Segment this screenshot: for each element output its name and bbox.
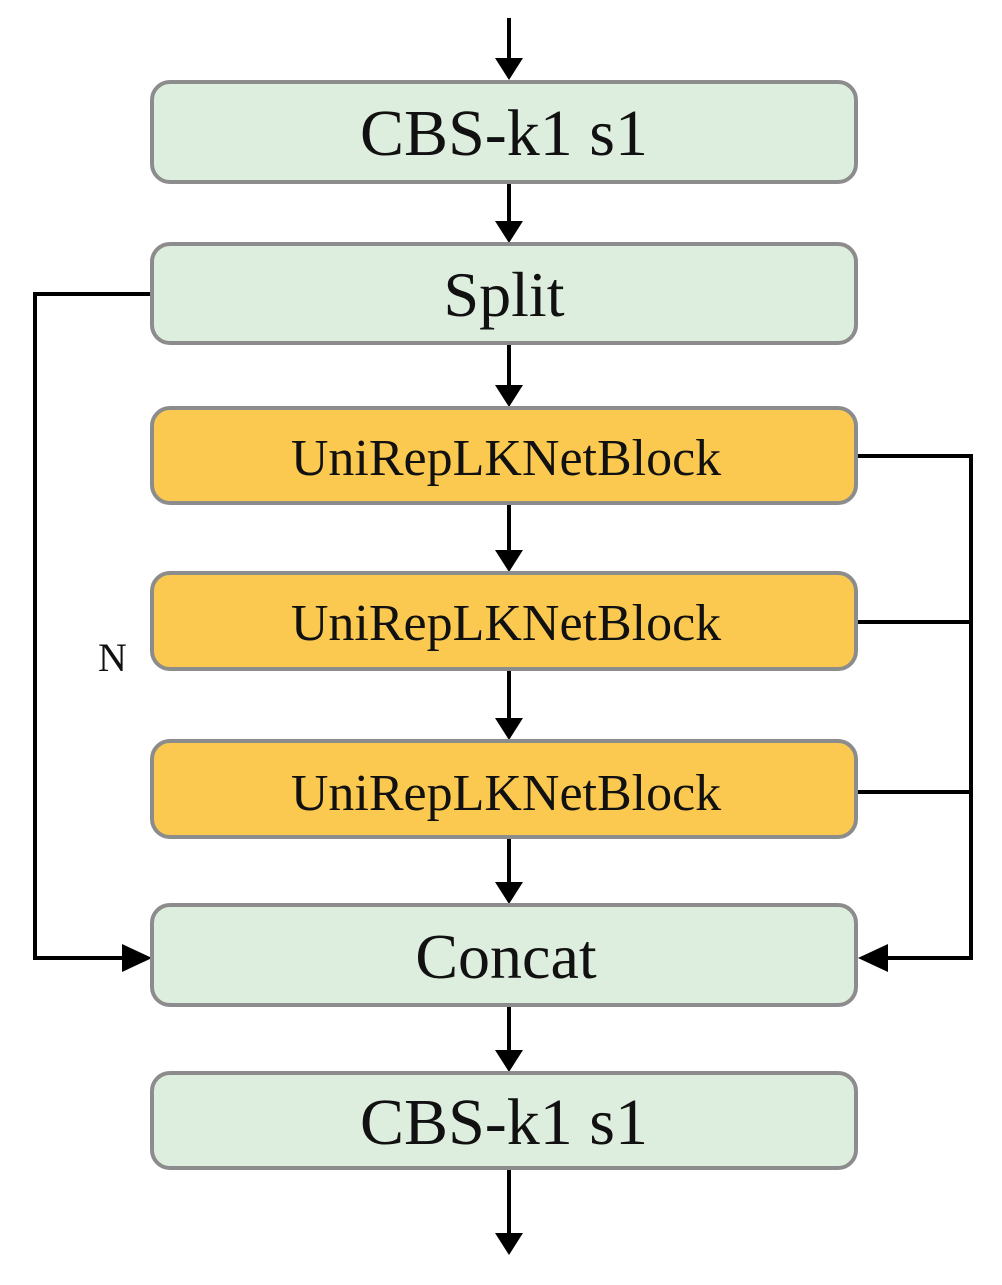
node-block-2: UniRepLKNetBlock bbox=[150, 571, 858, 671]
node-block-1: UniRepLKNetBlock bbox=[150, 406, 858, 505]
node-block-2-box bbox=[150, 571, 858, 671]
arrow-split-to-block1-head bbox=[495, 385, 523, 407]
arrow-block3-to-concat-head bbox=[495, 882, 523, 904]
node-block-2-label: UniRepLKNetBlock bbox=[291, 595, 721, 652]
node-split: Split bbox=[150, 242, 858, 345]
node-block-1-box bbox=[150, 406, 858, 505]
output-arrow-head bbox=[495, 1233, 523, 1255]
node-cbs-bottom-label: CBS-k1 s1 bbox=[360, 1086, 648, 1159]
bypass-split-to-concat-head bbox=[122, 944, 152, 972]
node-split-box bbox=[150, 242, 858, 345]
node-block-3-label: UniRepLKNetBlock bbox=[291, 765, 721, 822]
node-cbs-bottom-box bbox=[150, 1071, 858, 1170]
right-bus-block1 bbox=[856, 454, 973, 960]
node-concat: Concat bbox=[150, 903, 858, 1007]
node-block-1-label: UniRepLKNetBlock bbox=[291, 430, 721, 487]
bypass-split-to-concat bbox=[33, 292, 152, 960]
connectors bbox=[33, 18, 973, 1255]
right-bus-to-concat-head bbox=[858, 944, 888, 972]
node-split-label: Split bbox=[444, 259, 565, 330]
node-cbs-top: CBS-k1 s1 bbox=[150, 80, 858, 184]
node-block-3-box bbox=[150, 739, 858, 839]
input-arrow-head bbox=[495, 58, 523, 80]
node-cbs-top-box bbox=[150, 80, 858, 184]
repeat-count-label: N bbox=[98, 635, 127, 680]
node-concat-box bbox=[150, 903, 858, 1007]
arrow-block1-to-block2-head bbox=[495, 550, 523, 572]
node-cbs-top-label: CBS-k1 s1 bbox=[360, 97, 648, 170]
node-cbs-bottom: CBS-k1 s1 bbox=[150, 1071, 858, 1170]
arrow-concat-to-cbs-head bbox=[495, 1050, 523, 1072]
node-block-3: UniRepLKNetBlock bbox=[150, 739, 858, 839]
node-concat-label: Concat bbox=[415, 921, 597, 992]
arrow-cbs-to-split-head bbox=[495, 221, 523, 243]
arrow-block2-to-block3-head bbox=[495, 718, 523, 740]
